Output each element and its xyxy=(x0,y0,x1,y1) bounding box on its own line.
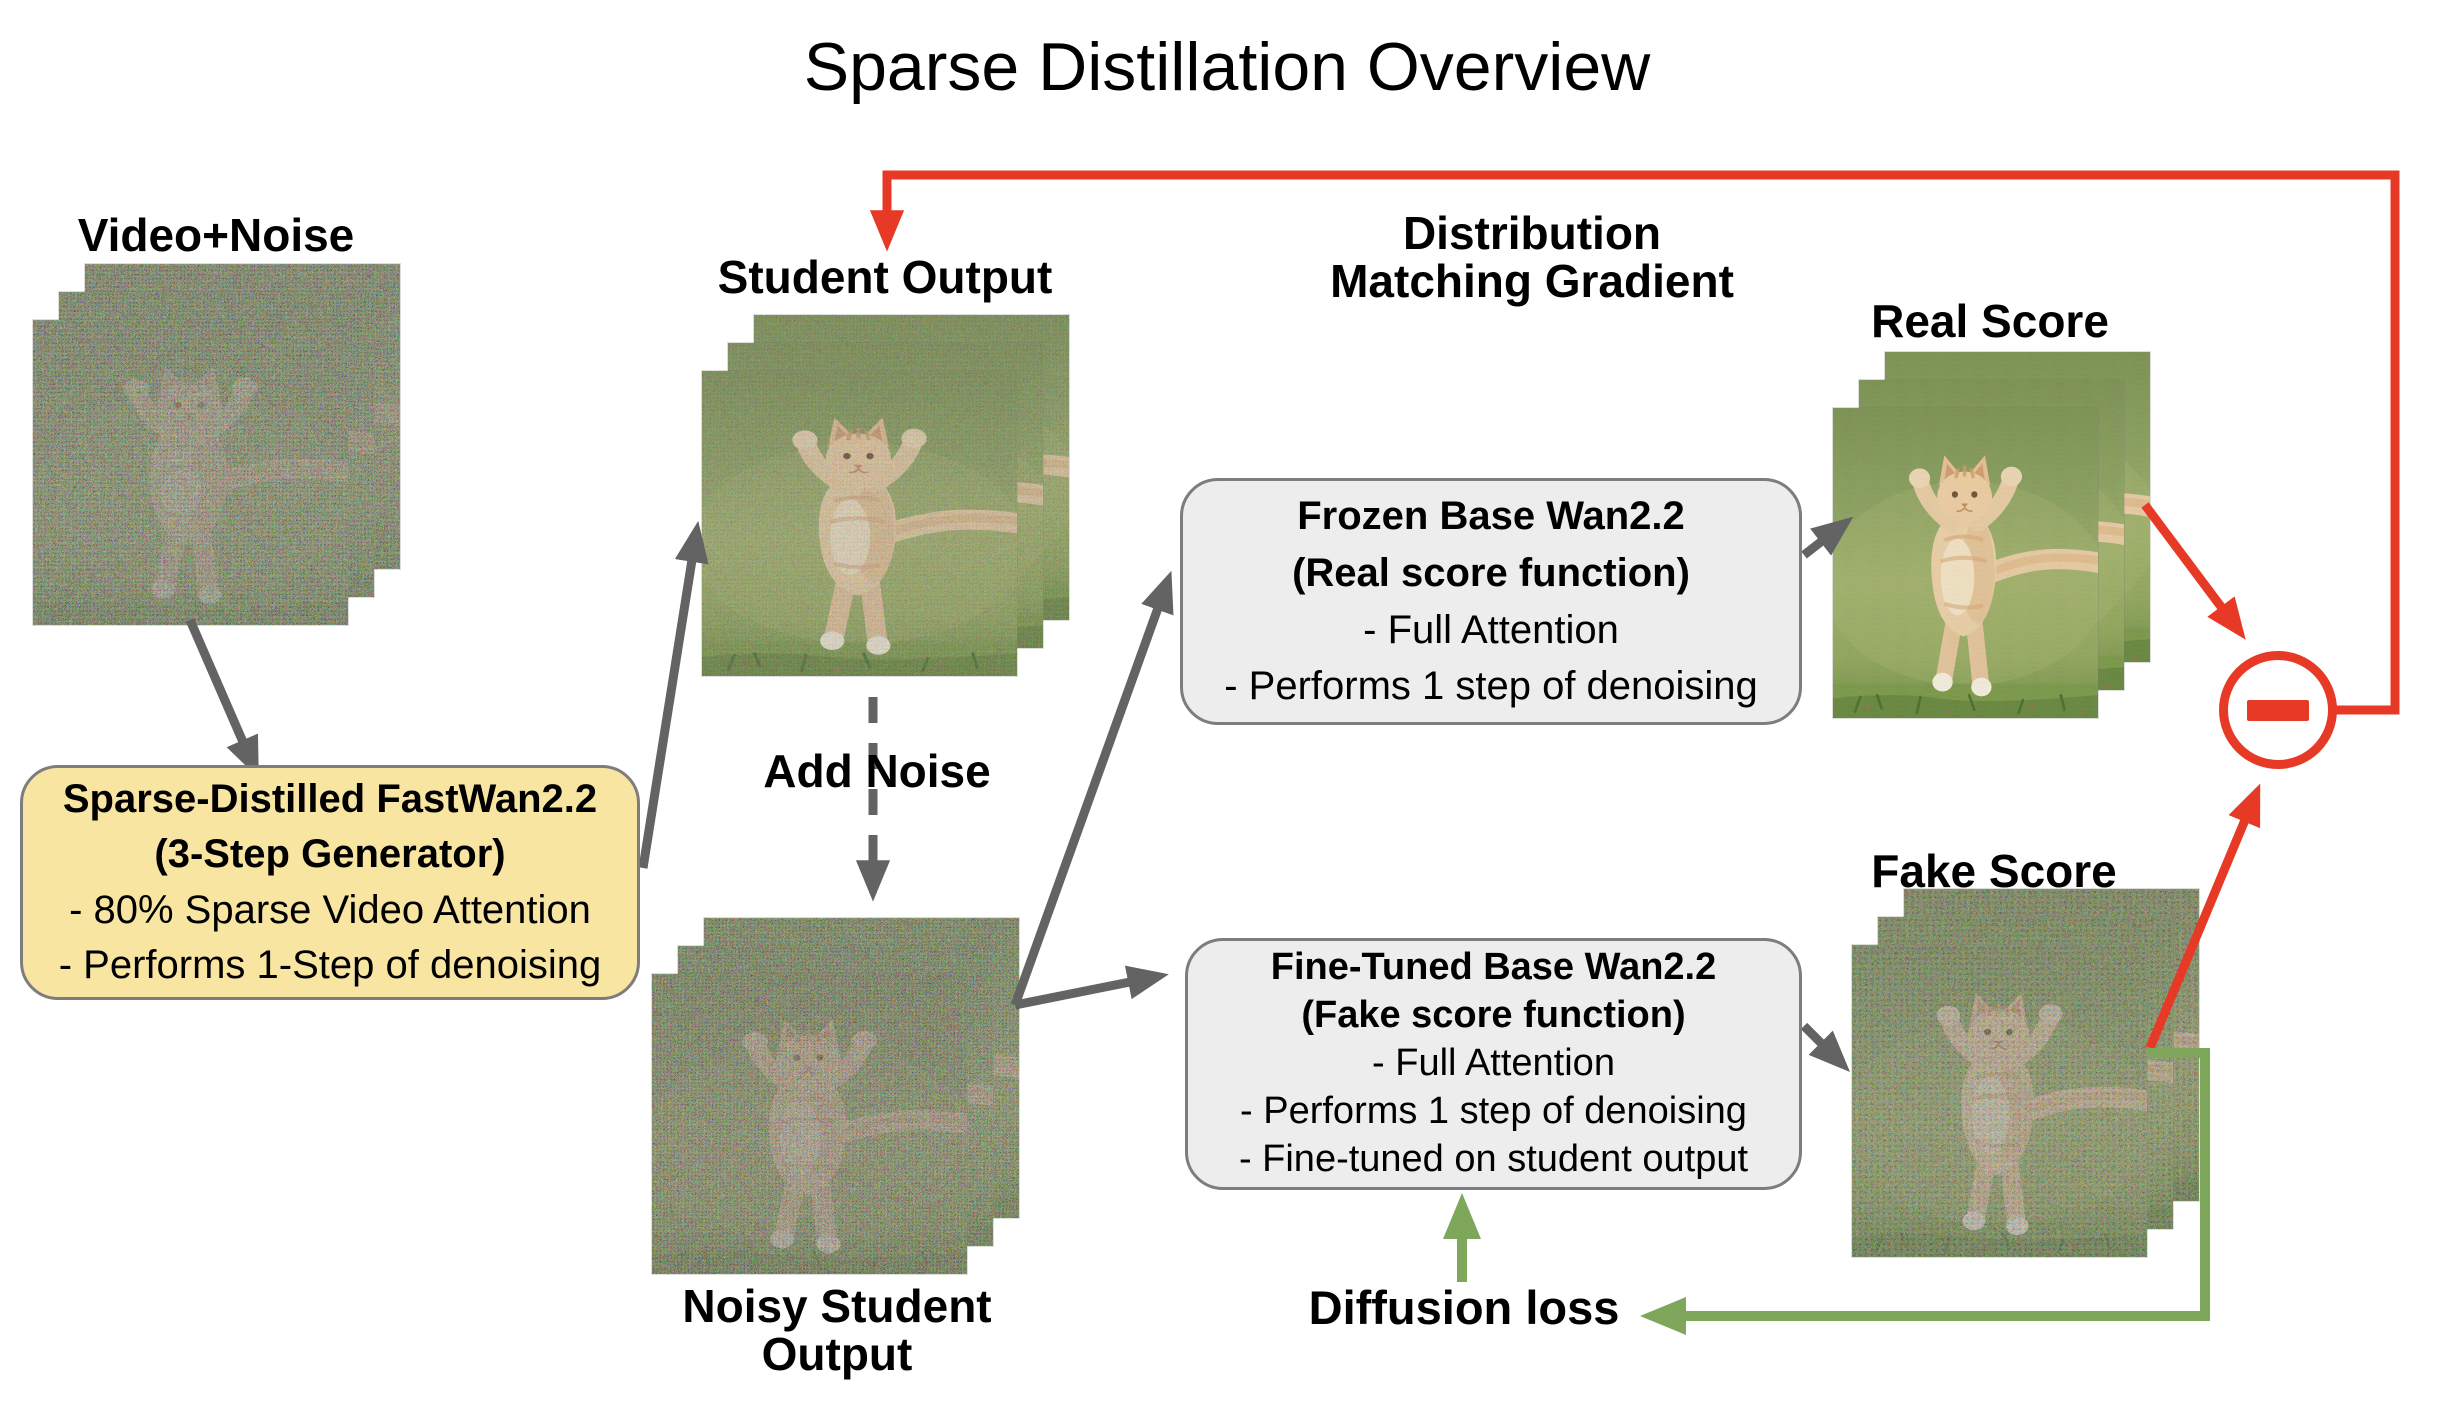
generator-box-title: Sparse-Distilled FastWan2.2 xyxy=(62,777,598,822)
distribution-matching-gradient-label: Distribution Matching Gradient xyxy=(1330,207,1734,307)
finetuned-base-box-bullet: - Fine-tuned on student output xyxy=(1238,1137,1749,1180)
video-frame xyxy=(33,320,348,625)
finetuned-base-box-bullet: - Full Attention xyxy=(1372,1042,1615,1085)
finetuned-base-box: Fine-Tuned Base Wan2.2 (Fake score funct… xyxy=(1185,938,1802,1190)
frozen-base-box-title: Frozen Base Wan2.2 xyxy=(1297,493,1685,538)
real-score-frames xyxy=(1833,352,2150,718)
video-frame xyxy=(702,371,1017,676)
fake-score-frames xyxy=(1852,889,2199,1257)
arrow-finetuned-to-fakescore xyxy=(1800,1022,1851,1073)
finetuned-base-box-bullet: - Performs 1 step of denoising xyxy=(1240,1089,1747,1132)
generator-box-bullet: - 80% Sparse Video Attention xyxy=(69,887,591,932)
frozen-base-box-bullet: - Performs 1 step of denoising xyxy=(1224,664,1758,709)
video-frame xyxy=(1852,945,2147,1257)
student-output-frames xyxy=(702,315,1069,676)
add-noise-label: Add Noise xyxy=(763,745,991,797)
arrow-generator-to-student xyxy=(638,520,709,869)
page-title: Sparse Distillation Overview xyxy=(803,29,1651,105)
minus-node xyxy=(2219,651,2337,769)
diffusion-loss-label: Diffusion loss xyxy=(1308,1281,1620,1334)
generator-box-subtitle: (3-Step Generator) xyxy=(154,832,506,877)
arrow-realscore-to-minus xyxy=(2141,502,2246,640)
arrow-frozen-to-realscore xyxy=(1801,516,1854,559)
video-noise-label: Video+Noise xyxy=(77,209,355,261)
noisy-student-output-frames xyxy=(652,918,1019,1274)
video-noise-frames xyxy=(33,264,400,625)
real-score-label: Real Score xyxy=(1871,295,2109,347)
fake-score-label: Fake Score xyxy=(1871,845,2117,897)
video-frame xyxy=(652,974,967,1274)
generator-box: Sparse-Distilled FastWan2.2 (3-Step Gene… xyxy=(20,765,640,1000)
student-output-label: Student Output xyxy=(717,251,1053,303)
frozen-base-box: Frozen Base Wan2.2 (Real score function)… xyxy=(1180,478,1802,725)
noisy-student-output-label: Noisy Student Output xyxy=(682,1280,992,1380)
finetuned-base-box-subtitle: (Fake score function) xyxy=(1301,994,1686,1037)
minus-icon xyxy=(2247,699,2309,721)
arrow-videonoise-to-generator xyxy=(185,618,259,779)
finetuned-base-box-title: Fine-Tuned Base Wan2.2 xyxy=(1270,946,1717,989)
frozen-base-box-subtitle: (Real score function) xyxy=(1292,550,1690,595)
frozen-base-box-bullet: - Full Attention xyxy=(1363,607,1619,652)
video-frame xyxy=(1833,408,2098,718)
arrow-noisy-to-finetuned xyxy=(1014,965,1169,1010)
generator-box-bullet: - Performs 1-Step of denoising xyxy=(58,942,602,987)
